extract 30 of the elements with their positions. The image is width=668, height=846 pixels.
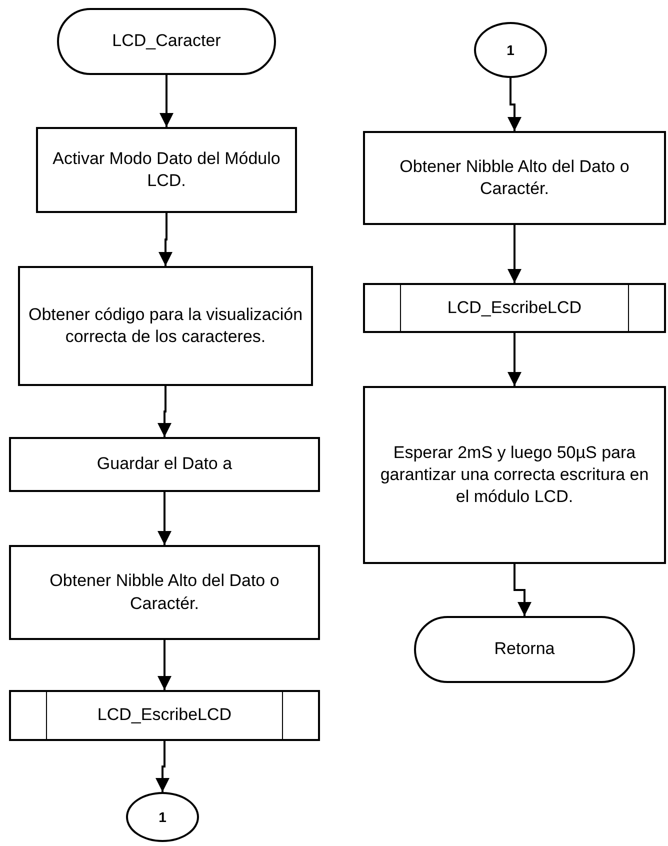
step-text: LCD_EscribeLCD (96, 704, 233, 726)
arrow (508, 333, 522, 386)
step-text: Retorna (493, 638, 556, 660)
step-text: Guardar el Dato a (96, 453, 234, 476)
arrow (514, 564, 532, 616)
process-box (18, 266, 313, 386)
step-text: Obtener código para la visualización correcta de los caracteres. (27, 304, 304, 348)
arrow (508, 225, 522, 283)
step-text: Obtener Nibble Alto del Dato o Caractér. (48, 570, 280, 614)
arrow (156, 741, 170, 792)
process-box (9, 437, 320, 492)
process-box (363, 131, 666, 225)
arrow (158, 213, 172, 266)
connector-label: 1 (506, 40, 514, 60)
step-text: Esperar 2mS y luego 50µS para garantizar una correcta escritura en el módulo LCD. (379, 442, 650, 508)
subprocess-box (363, 283, 666, 333)
subprocess-box (9, 690, 320, 741)
arrow (508, 78, 522, 131)
arrow (158, 492, 172, 545)
arrow (158, 386, 172, 437)
connector-label: 1 (158, 808, 166, 826)
step-text: Obtener Nibble Alto del Dato o Caractér. (398, 156, 630, 200)
step-text: LCD_Caracter (111, 30, 222, 52)
step-text: LCD_EscribeLCD (446, 296, 583, 319)
step-text: Activar Modo Dato del Módulo LCD. (52, 148, 282, 192)
process-box (363, 386, 666, 564)
process-box (36, 127, 297, 213)
arrow (158, 640, 172, 690)
process-box (9, 545, 320, 640)
arrow (160, 75, 174, 127)
